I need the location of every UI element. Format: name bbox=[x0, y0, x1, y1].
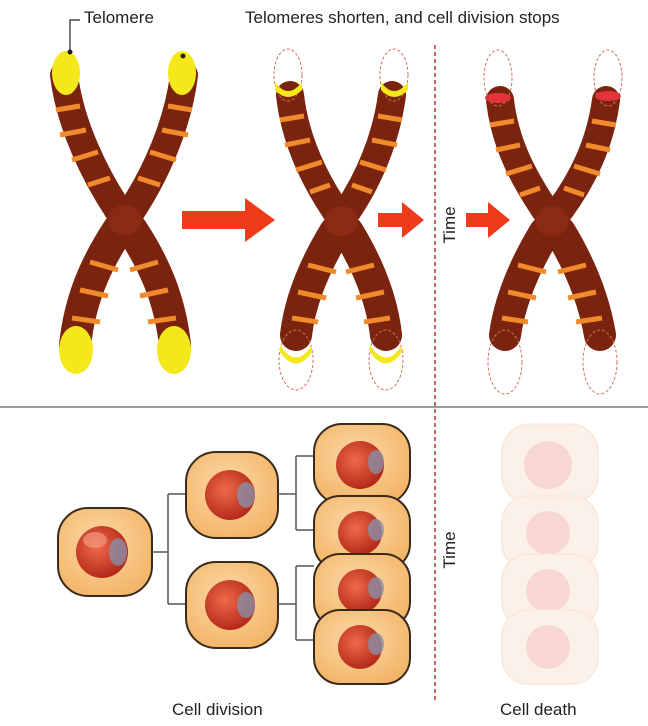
dead-cell-icon bbox=[502, 424, 598, 684]
time-label-top: Time bbox=[440, 195, 460, 255]
cell-icon bbox=[314, 610, 410, 684]
right-arrow-icon bbox=[378, 202, 424, 238]
telomere-label: Telomere bbox=[84, 8, 154, 28]
cell-icon bbox=[314, 424, 410, 504]
cell-icon bbox=[58, 508, 152, 596]
division-bracket bbox=[152, 494, 186, 604]
shorten-caption: Telomeres shorten, and cell division sto… bbox=[245, 8, 560, 28]
division-bracket bbox=[278, 456, 314, 530]
time-label-bottom: Time bbox=[440, 520, 460, 580]
right-arrow-icon bbox=[182, 198, 275, 242]
cell-death-label: Cell death bbox=[500, 700, 577, 720]
cell-icon bbox=[186, 452, 278, 538]
cell-icon bbox=[186, 562, 278, 648]
division-bracket bbox=[278, 566, 314, 640]
cell-division-label: Cell division bbox=[172, 700, 263, 720]
chromosome-icon bbox=[52, 20, 196, 374]
right-arrow-icon bbox=[466, 202, 510, 238]
